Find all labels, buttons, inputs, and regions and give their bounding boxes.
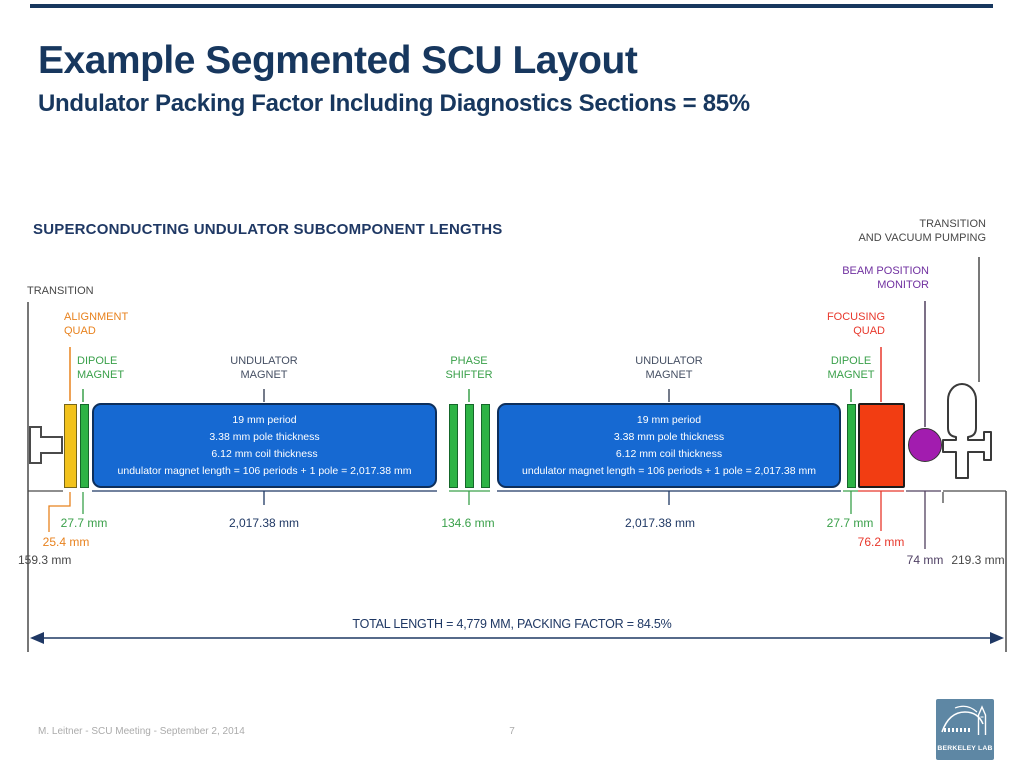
phase-shifter-bar-3 (481, 404, 490, 488)
dome-outline-icon (941, 711, 984, 733)
label-dipole-magnet-1: DIPOLE MAGNET (77, 355, 125, 381)
beam-position-monitor-circle (908, 428, 942, 462)
label-beam-position-monitor: BEAM POSITION MONITOR (842, 265, 929, 291)
berkeley-lab-logo: BERKELEY LAB (936, 699, 994, 760)
label-undulator-magnet-2: UNDULATOR MAGNET (635, 355, 703, 381)
dipole-magnet-bar-1 (80, 404, 89, 488)
flange-icon (29, 426, 63, 464)
dim-label-bpm: 74 mm (906, 553, 944, 567)
dim-phase-shifter (449, 490, 490, 505)
top-accent-rule (30, 4, 993, 8)
logo-text: BERKELEY LAB (937, 745, 992, 752)
footer-credit: M. Leitner - SCU Meeting - September 2, … (38, 726, 245, 737)
dim-dipole-2 (843, 490, 858, 514)
dipole-magnet-bar-2 (847, 404, 856, 488)
label-undulator-magnet-1: UNDULATOR MAGNET (230, 355, 298, 381)
slide-title: Example Segmented SCU Layout (38, 39, 638, 82)
undulator-box-line: 3.38 mm pole thickness (613, 431, 725, 443)
label-transition-vacuum: TRANSITION AND VACUUM PUMPING (858, 218, 986, 244)
label-dipole-magnet-2: DIPOLE MAGNET (827, 355, 875, 381)
undulator-box-line: undulator magnet length = 106 periods + … (522, 465, 816, 477)
dim-label-transition-left: 159.3 mm (18, 553, 72, 567)
vacuum-pump-icon (942, 383, 992, 479)
total-arrowhead-left (30, 632, 44, 644)
dim-label-phase-shifter: 134.6 mm (441, 516, 495, 530)
label-alignment-quad: ALIGNMENT QUAD (64, 311, 129, 337)
dim-label-dipole-2: 27.7 mm (826, 516, 874, 530)
slide-subtitle: Undulator Packing Factor Including Diagn… (38, 90, 750, 117)
berkeley-lab-logo-art: BERKELEY LAB (937, 705, 992, 752)
dim-transition-vacuum (942, 490, 1006, 503)
dome-windows-icon (944, 728, 970, 732)
dim-label-undulator-1: 2,017.38 mm (228, 516, 300, 530)
undulator-box-line: 6.12 mm coil thickness (615, 448, 723, 460)
undulator-magnet-box-2: 19 mm period 3.38 mm pole thickness 6.12… (497, 403, 841, 488)
undulator-box-line: 3.38 mm pole thickness (209, 431, 320, 443)
dim-undulator-1 (92, 490, 437, 505)
dim-label-dipole-1: 27.7 mm (60, 516, 108, 530)
diagram-heading: SUPERCONDUCTING UNDULATOR SUBCOMPONENT L… (33, 221, 503, 238)
tower-icon (977, 705, 987, 735)
undulator-box-line: 19 mm period (636, 414, 702, 426)
dim-label-focusing-quad: 76.2 mm (857, 535, 905, 549)
label-transition-left: TRANSITION (27, 285, 94, 297)
dim-label-alignment-quad: 25.4 mm (42, 535, 90, 549)
total-arrowhead-right (990, 632, 1004, 644)
dim-undulator-2 (497, 490, 841, 505)
dome-swoosh-icon (954, 705, 978, 713)
phase-shifter-bar-1 (449, 404, 458, 488)
total-length-text: TOTAL LENGTH = 4,779 MM, PACKING FACTOR … (352, 617, 672, 631)
undulator-box-line: 6.12 mm coil thickness (211, 448, 318, 460)
alignment-quad-bar (64, 404, 77, 488)
label-focusing-quad: FOCUSING QUAD (826, 311, 885, 337)
phase-shifter-bar-2 (465, 404, 474, 488)
focusing-quad-box (858, 403, 905, 488)
label-phase-shifter: PHASE SHIFTER (445, 355, 493, 381)
footer-page-number: 7 (509, 726, 515, 737)
undulator-box-line: 19 mm period (232, 414, 297, 426)
undulator-magnet-box-1: 19 mm period 3.38 mm pole thickness 6.12… (92, 403, 437, 488)
undulator-box-line: undulator magnet length = 106 periods + … (117, 465, 412, 477)
dim-label-undulator-2: 2,017.38 mm (624, 516, 696, 530)
dim-label-transition-vacuum: 219.3 mm (951, 553, 1005, 567)
